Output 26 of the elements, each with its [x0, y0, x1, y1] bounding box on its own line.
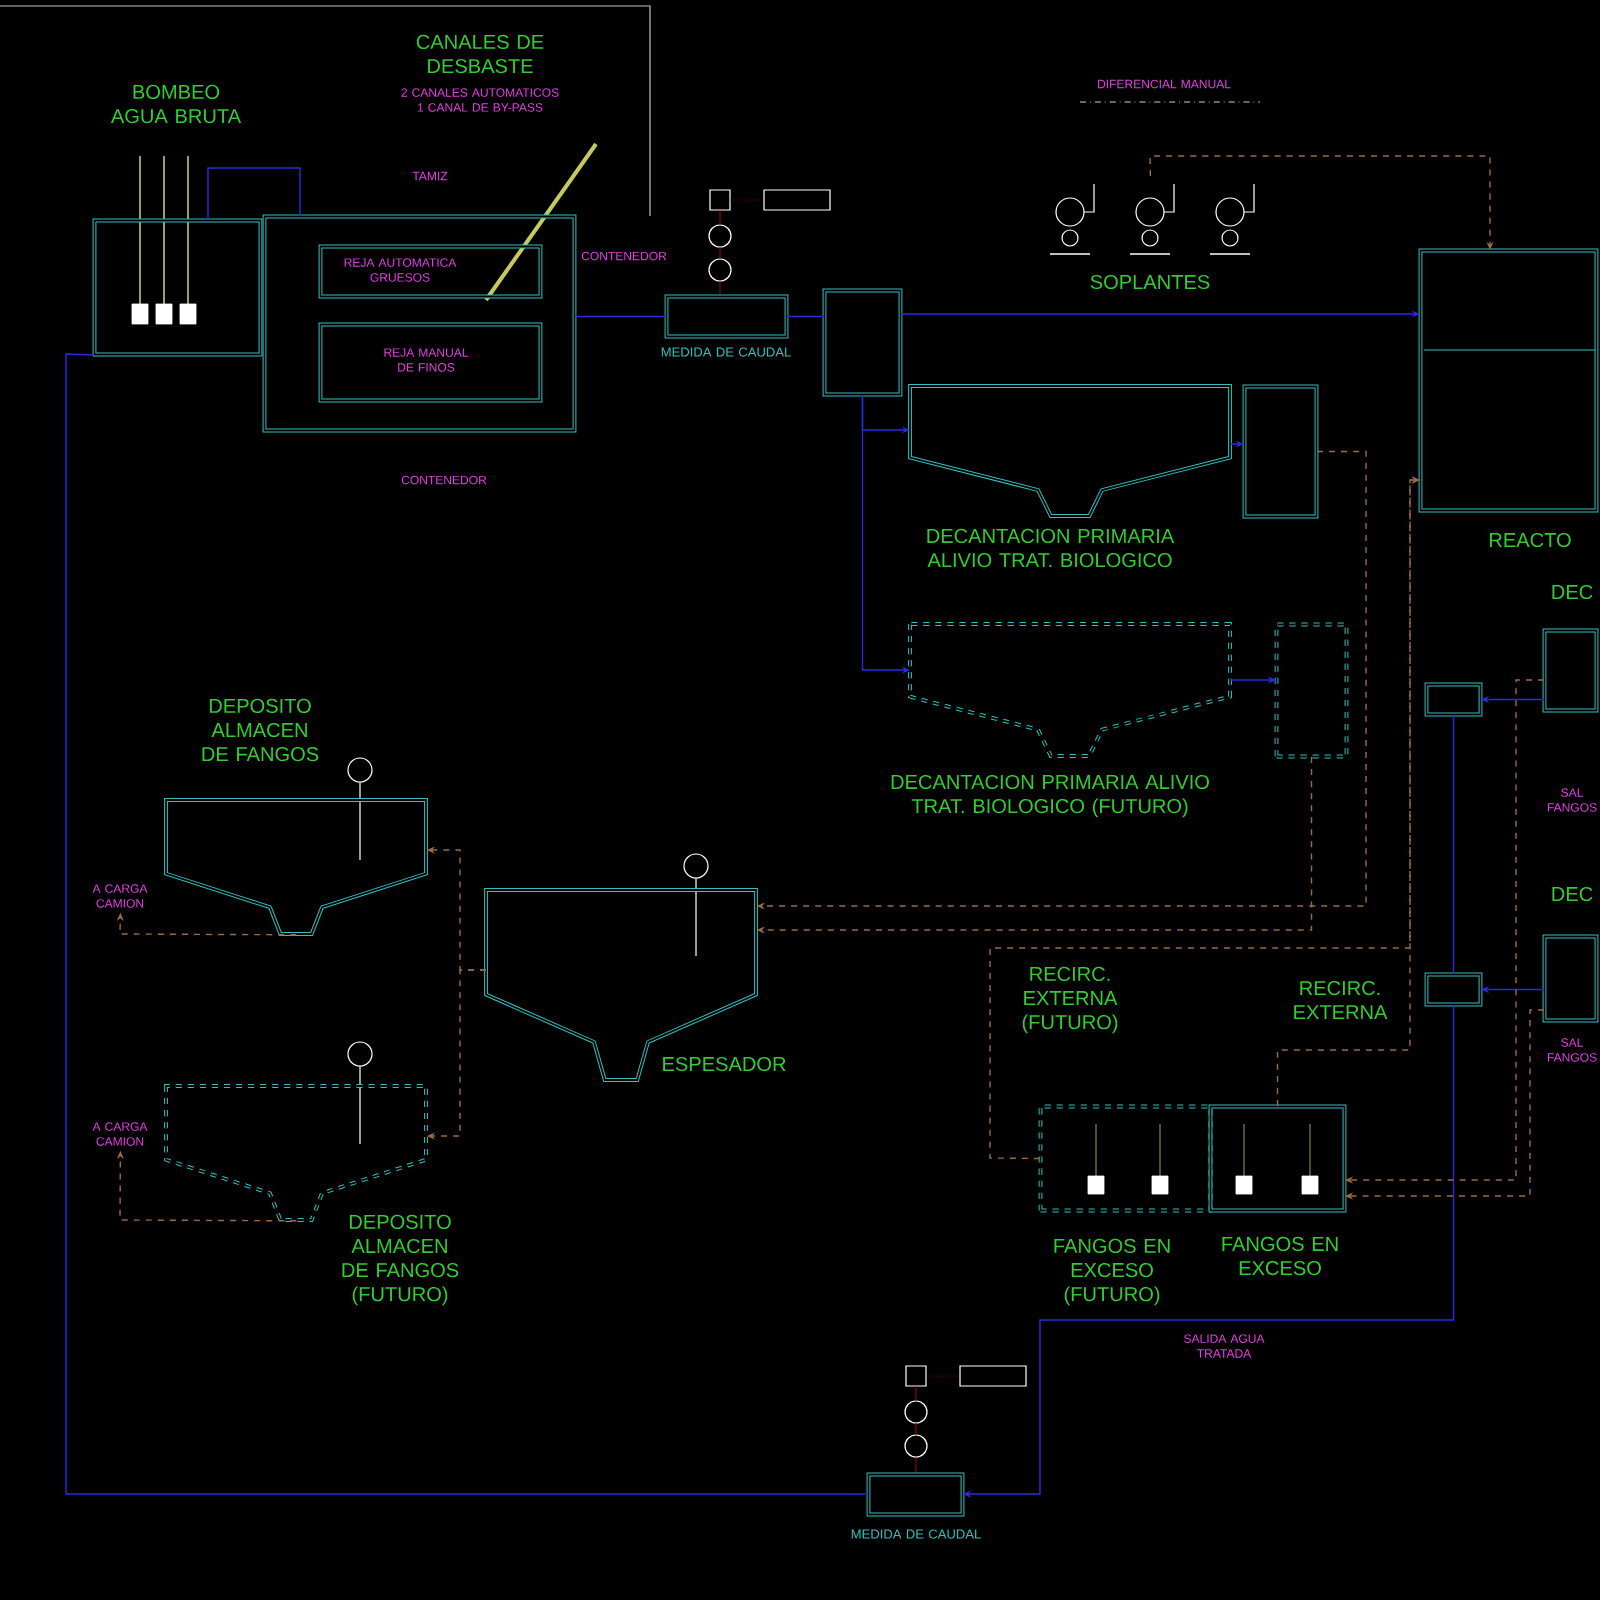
pipe-line	[65, 353, 869, 1495]
process-label: DEC	[1552, 584, 1593, 600]
pipe-line	[574, 315, 667, 318]
process-label: DEPOSITO ALMACEN DE FANGOS (FUTURO)	[342, 1214, 459, 1306]
process-label: BOMBEO AGUA BRUTA	[110, 84, 242, 124]
outlet-box	[1424, 682, 1483, 717]
process-label: FANGOS EN EXCESO (FUTURO)	[1054, 1238, 1170, 1306]
process-label: REACTO	[1490, 532, 1571, 548]
outlet-box	[1424, 972, 1483, 1007]
distribution-box	[822, 288, 903, 397]
note-label: CANALES DE DESBASTE	[416, 34, 544, 74]
screening-channel-box	[262, 214, 577, 433]
pump-pit	[1274, 622, 1349, 759]
process-label: ESPESADOR	[663, 1056, 786, 1072]
process-label: RECIRC. EXTERNA	[1294, 980, 1388, 1020]
process-label: DEC	[1552, 886, 1593, 902]
process-label: SOPLANTES	[1090, 274, 1210, 290]
process-label: FANGOS EN EXCESO	[1222, 1236, 1338, 1276]
process-label: DECANTACION PRIMARIA ALIVIO TRAT. BIOLOGICO (FUTURO)	[891, 774, 1209, 818]
pipe-line	[786, 315, 825, 318]
pump-pit	[1242, 384, 1319, 519]
process-label: DECANTACION PRIMARIA ALIVIO TRAT. BIOLOGICO	[927, 528, 1175, 568]
pipe-line	[1452, 714, 1455, 975]
process-label: RECIRC. EXTERNA (FUTURO)	[1022, 966, 1118, 1034]
process-label: DEPOSITO ALMACEN DE FANGOS	[202, 698, 319, 762]
pipe-line	[207, 167, 301, 221]
